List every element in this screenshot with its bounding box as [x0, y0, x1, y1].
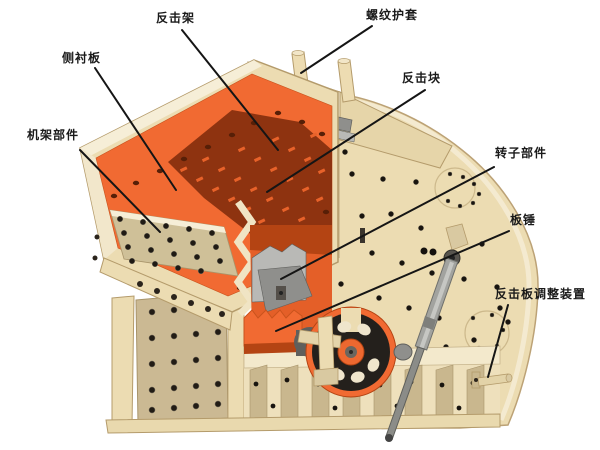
label-impact-block: 反击块 [402, 71, 442, 85]
label-impact-frame: 反击架 [156, 11, 196, 25]
label-side-liner-plate: 侧衬板 [62, 51, 102, 65]
impact-block-teeth [179, 132, 326, 225]
leader-line-impact-block [266, 89, 426, 193]
leader-line-frame-parts [79, 149, 161, 233]
side-liner [109, 209, 239, 277]
wheel-front-bracket [297, 315, 342, 387]
label-blow-bar: 板锤 [510, 213, 537, 227]
label-rotor-parts: 转子部件 [495, 146, 548, 160]
leader-line-rotor-parts [280, 166, 495, 280]
rotor-assembly [243, 225, 332, 354]
adjusting-device-rod [471, 371, 513, 389]
hydraulic-cylinder [385, 223, 469, 442]
band-bolts [137, 281, 225, 317]
leader-line-impact-frame [181, 29, 279, 151]
leader-line-side-liner-plate [94, 67, 177, 191]
flywheel [294, 306, 413, 398]
leader-lines [79, 25, 510, 378]
leader-line-threaded-sleeve [300, 25, 373, 74]
impact-blocks-region [168, 110, 332, 240]
label-impact-plate-adjusting-device: 反击板调整装置 [495, 287, 587, 301]
label-threaded-sleeve: 螺纹护套 [366, 8, 419, 22]
leader-line-impact-plate-adjusting-device [487, 304, 509, 378]
leader-line-blow-bar [275, 230, 510, 332]
shaft-end [393, 343, 413, 361]
label-frame-parts: 机架部件 [27, 128, 80, 142]
